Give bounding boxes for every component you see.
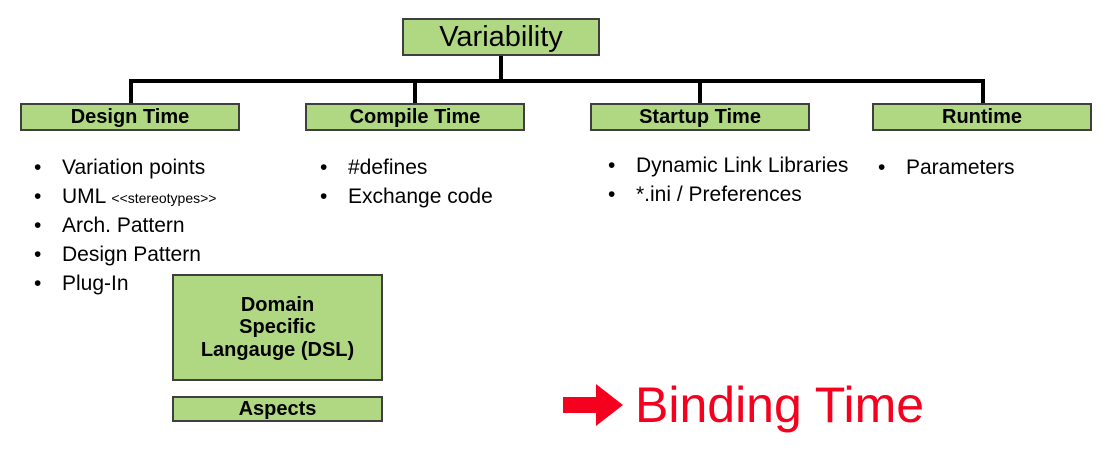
connector-drop-design-time [129, 79, 133, 105]
node-domain-specific-language: Domain Specific Langauge (DSL) [172, 274, 383, 381]
list-item-label: UML <<stereotypes>> [62, 184, 217, 208]
node-runtime: Runtime [872, 103, 1092, 131]
list-compile-time: • #defines • Exchange code [320, 154, 560, 212]
list-item: • Exchange code [320, 183, 560, 212]
bullet-icon: • [878, 156, 886, 179]
bullet-icon: • [608, 182, 616, 206]
dsl-line-2: Specific [239, 316, 316, 339]
list-item: • Variation points [34, 154, 284, 183]
list-item-label: *.ini / Preferences [636, 182, 802, 206]
node-variability: Variability [402, 18, 600, 56]
list-item-label: #defines [348, 156, 428, 179]
bullet-icon: • [34, 242, 42, 266]
list-item-label: Dynamic Link Libraries [636, 154, 849, 177]
node-aspects: Aspects [172, 396, 383, 422]
node-design-time: Design Time [20, 103, 240, 131]
bullet-icon: • [34, 271, 42, 295]
list-item-label: Parameters [906, 156, 1015, 179]
list-item: • Arch. Pattern [34, 212, 284, 241]
callout-label: Binding Time [635, 377, 925, 433]
list-item: • Design Pattern [34, 241, 284, 270]
connector-drop-startup-time [698, 79, 702, 105]
list-item: • Dynamic Link Libraries [608, 152, 858, 181]
bullet-icon: • [34, 156, 42, 179]
list-item: • Parameters [878, 154, 1098, 183]
list-design-time: • Variation points • UML <<stereotypes>>… [34, 154, 284, 299]
list-item-label: Arch. Pattern [62, 213, 185, 237]
bullet-icon: • [320, 156, 328, 179]
list-item-label: Exchange code [348, 184, 493, 208]
bullet-icon: • [608, 154, 616, 177]
right-arrow-icon [563, 384, 623, 426]
list-item: • Plug-In [34, 270, 284, 299]
list-item: • #defines [320, 154, 560, 183]
dsl-line-3: Langauge (DSL) [200, 338, 355, 361]
bullet-icon: • [34, 213, 42, 237]
list-item: • UML <<stereotypes>> [34, 183, 284, 212]
connector-horizontal-bus [131, 79, 985, 83]
list-startup-time: • Dynamic Link Libraries • *.ini / Prefe… [608, 152, 858, 210]
list-item-label: Design Pattern [62, 242, 201, 266]
node-startup-time: Startup Time [590, 103, 810, 131]
list-item-label: Plug-In [62, 271, 129, 295]
node-compile-time: Compile Time [305, 103, 525, 131]
list-item-label: Variation points [62, 156, 206, 179]
bullet-icon: • [34, 184, 42, 208]
connector-drop-runtime [981, 79, 985, 105]
bullet-icon: • [320, 184, 328, 208]
list-item: • *.ini / Preferences [608, 181, 858, 210]
connector-drop-compile-time [413, 79, 417, 105]
dsl-line-1: Domain [240, 293, 315, 316]
callout-binding-time: Binding Time [563, 380, 924, 430]
connector-root-trunk [499, 55, 503, 83]
list-runtime: • Parameters [878, 154, 1098, 183]
